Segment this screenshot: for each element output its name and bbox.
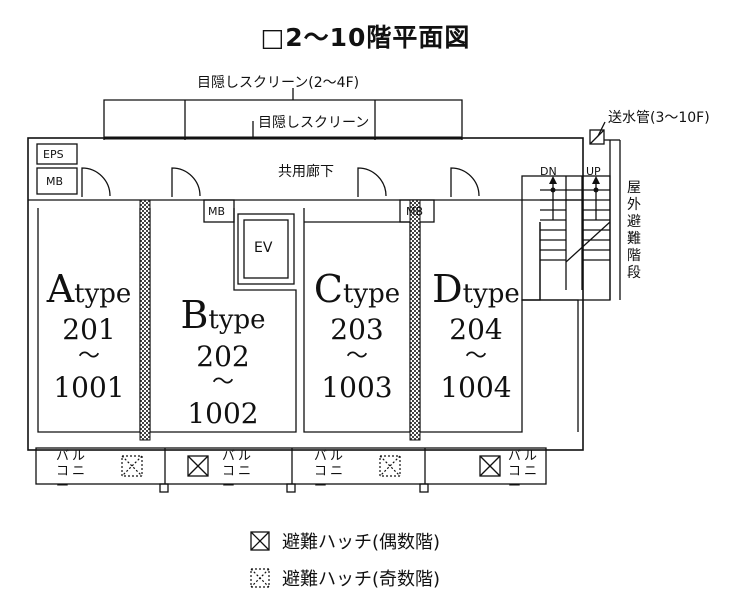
unit-d-tilde: 〜 xyxy=(464,344,487,369)
screen-top-label: 目隠しスクリーン(2〜4F) xyxy=(197,75,360,91)
unit-a-num-bottom: 1001 xyxy=(53,371,125,404)
legend-even-text: 避難ハッチ(偶数階) xyxy=(282,532,441,553)
legend-even-floor: 避難ハッチ(偶数階) xyxy=(250,528,440,554)
mb-label-center: MB xyxy=(208,205,226,218)
unit-b-letter: B xyxy=(180,293,209,337)
unit-d-num-top: 204 xyxy=(449,313,503,346)
unit-c-num-bottom: 1003 xyxy=(321,371,393,404)
unit-d-type: Dtype xyxy=(420,270,532,308)
eps-label: EPS xyxy=(43,148,64,161)
unit-a-letter: A xyxy=(46,267,75,311)
unit-a-type: Atype xyxy=(38,270,140,308)
unit-a-tilde: 〜 xyxy=(77,344,100,369)
ev-label: EV xyxy=(254,240,273,256)
page-title: □2〜10階平面図 xyxy=(260,23,471,52)
stair-up-label: UP xyxy=(586,165,601,178)
unit-a-num-top: 201 xyxy=(62,313,116,346)
unit-d-num-bottom: 1004 xyxy=(440,371,512,404)
unit-b-num-bottom: 1002 xyxy=(187,397,259,430)
unit-b-type-rest: type xyxy=(208,305,266,335)
mb-label-right: MB xyxy=(406,205,424,218)
legend-odd-text: 避難ハッチ(奇数階) xyxy=(282,569,441,590)
corridor-label: 共用廊下 xyxy=(278,164,334,180)
screen-mid-label: 目隠しスクリーン xyxy=(258,115,370,131)
balcony-label-c: バル コニー xyxy=(314,449,347,494)
balcony-label-b: バル コニー xyxy=(222,449,255,494)
outdoor-stair-label: 屋外避難階段 xyxy=(627,180,641,281)
stair-dn-label: DN xyxy=(540,165,557,178)
unit-c-letter: C xyxy=(313,267,343,311)
unit-b-tilde: 〜 xyxy=(211,370,234,395)
hatch-even-icon xyxy=(250,531,270,551)
unit-c-tilde: 〜 xyxy=(345,344,368,369)
pipe-label: 送水管(3〜10F) xyxy=(608,110,710,126)
unit-c-num-top: 203 xyxy=(330,313,384,346)
legend-odd-floor: 避難ハッチ(奇数階) xyxy=(250,565,440,591)
unit-d-letter: D xyxy=(432,267,463,311)
unit-b-type: Btype xyxy=(150,296,296,334)
balcony-label-d: バル コニー xyxy=(508,449,541,494)
balcony-label-a: バル コニー xyxy=(56,449,89,494)
unit-c-type-rest: type xyxy=(342,279,401,309)
mb-label-left: MB xyxy=(46,175,64,188)
unit-d-type-rest: type xyxy=(462,279,520,309)
unit-b-num-top: 202 xyxy=(196,340,250,373)
unit-c-type: Ctype xyxy=(304,270,410,308)
hatch-odd-icon xyxy=(250,568,270,588)
unit-a-type-rest: type xyxy=(74,279,132,309)
